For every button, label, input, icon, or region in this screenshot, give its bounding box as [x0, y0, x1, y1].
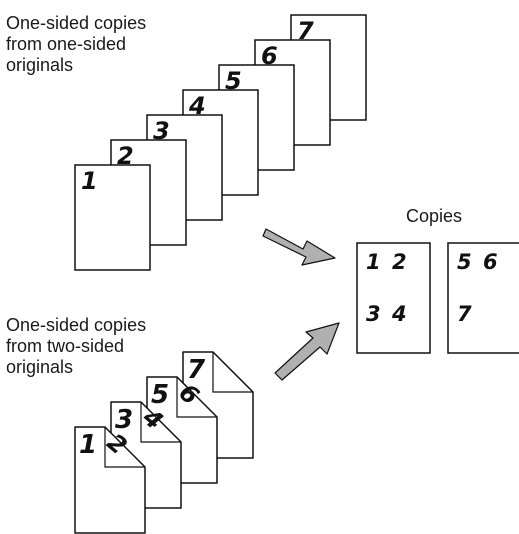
copy-page-number: 6	[483, 250, 498, 274]
caption-line: from one-sided	[6, 34, 127, 54]
front-page-number: 3	[115, 405, 133, 435]
page-number: 7	[297, 17, 314, 45]
copy-page-number: 2	[392, 250, 407, 274]
page-number: 1	[81, 167, 98, 195]
arrow-to-copies-from-two-sided	[274, 322, 340, 381]
front-page-number: 7	[187, 355, 206, 385]
page-number: 3	[153, 117, 170, 145]
copies-heading: Copies	[406, 206, 463, 226]
arrow-to-copies-from-one-sided	[262, 228, 336, 266]
copy-page-number: 3	[366, 302, 381, 326]
copy-page-number: 4	[391, 302, 407, 326]
two-sided-originals-caption: One-sided copies from two-sided original…	[6, 315, 146, 378]
page-number: 4	[188, 92, 206, 120]
caption-line: One-sided copies	[6, 315, 147, 335]
caption-line: from two-sided	[6, 336, 125, 356]
original-page: 1	[74, 164, 151, 271]
caption-line: One-sided copies	[6, 13, 147, 33]
front-page-number: 5	[151, 380, 169, 410]
one-sided-originals-caption: One-sided copies from one-sided original…	[6, 13, 146, 76]
copy-page-number: 1	[366, 250, 381, 274]
front-page-number: 1	[79, 430, 97, 460]
page-number: 5	[225, 67, 242, 95]
caption-line: originals	[6, 357, 74, 377]
page-number: 2	[117, 142, 134, 170]
caption-line: originals	[6, 55, 74, 75]
copy-page-number: 5	[457, 250, 472, 274]
copy-page-number: 7	[457, 302, 472, 326]
page-number: 6	[261, 42, 278, 70]
arrows-group	[262, 228, 340, 381]
